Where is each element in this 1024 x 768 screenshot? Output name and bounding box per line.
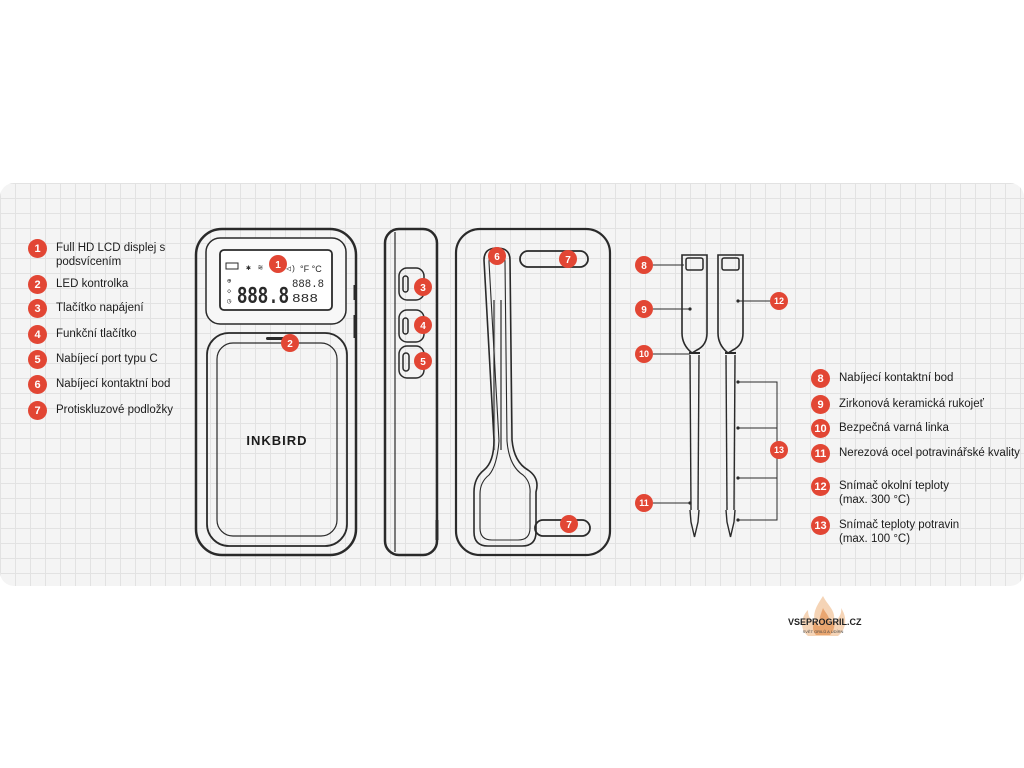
- legend-item-5: 5 Nabíjecí port typu C: [28, 350, 158, 369]
- bluetooth-icon: ✱: [246, 264, 251, 273]
- legend-badge-12: 12: [811, 477, 830, 496]
- legend-label-3: Tlačítko napájení: [56, 302, 144, 314]
- lcd-main-digits: 888.8: [237, 284, 289, 311]
- brand-logo-text: INKBIRD: [246, 433, 307, 448]
- legend-badge-6: 6: [28, 375, 47, 394]
- legend-item-2: 2 LED kontrolka: [28, 275, 128, 294]
- legend-item-10: 10 Bezpečná varná linka: [811, 419, 949, 438]
- legend-label-1: Full HD LCD displej s podsvícením: [56, 242, 166, 268]
- legend-badge-1: 1: [28, 239, 47, 258]
- legend-badge-9: 9: [811, 395, 830, 414]
- svg-text:4: 4: [420, 321, 426, 332]
- wifi-icon: ≋: [258, 264, 263, 273]
- legend-item-9: 9 Zirkonová keramická rukojeť: [811, 395, 984, 414]
- callout-6: 6: [488, 247, 506, 265]
- lcd-left-icon-b: ◇: [227, 288, 232, 296]
- probe-right: [717, 254, 744, 538]
- callout-13: 13: [770, 441, 788, 459]
- callout-2: 2: [281, 334, 299, 352]
- legend-badge-7: 7: [28, 401, 47, 420]
- svg-text:2: 2: [287, 339, 293, 350]
- legend-item-3: 3 Tlačítko napájení: [28, 299, 144, 318]
- callout-10: 10: [635, 345, 653, 363]
- sensor-dots: [688, 299, 740, 522]
- legend-item-6: 6 Nabíjecí kontaktní bod: [28, 375, 170, 394]
- svg-text:6: 6: [494, 252, 500, 263]
- legend-item-7: 7 Protiskluzové podložky: [28, 401, 173, 420]
- legend-badge-3: 3: [28, 299, 47, 318]
- svg-text:9: 9: [641, 305, 647, 316]
- callout-8: 8: [635, 256, 653, 274]
- legend-badge-5: 5: [28, 350, 47, 369]
- probe-left: [681, 254, 708, 538]
- callout-4: 4: [414, 316, 432, 334]
- flame-icon: [802, 596, 846, 636]
- lcd-left-icon-c: ◷: [227, 298, 232, 306]
- legend-badge-8: 8: [811, 369, 830, 388]
- svg-text:10: 10: [639, 349, 649, 359]
- legend-label-10: Bezpečná varná linka: [839, 422, 949, 434]
- legend-item-4: 4 Funkční tlačítko: [28, 325, 137, 344]
- callout-1: 1: [269, 255, 287, 273]
- logo-tagline: SVĚT GRILŮ A UDÍRN: [802, 629, 844, 634]
- legend-badge-2: 2: [28, 275, 47, 294]
- legend-badge-13: 13: [811, 516, 830, 535]
- legend-item-1: 1 Full HD LCD displej s podsvícením: [28, 239, 196, 269]
- legend-label-11: Nerezová ocel potravinářské kvality: [839, 447, 1020, 459]
- legend-label-5: Nabíjecí port typu C: [56, 353, 158, 365]
- legend-badge-4: 4: [28, 325, 47, 344]
- leader-lines: [653, 264, 778, 521]
- legend-label-12: Snímač okolní teploty (max. 300 °C): [839, 480, 949, 506]
- legend-item-8: 8 Nabíjecí kontaktní bod: [811, 369, 953, 388]
- legend-badge-11: 11: [811, 444, 830, 463]
- callout-5: 5: [414, 352, 432, 370]
- vseprogril-logo: VSEPROGRIL.CZ SVĚT GRILŮ A UDÍRN: [788, 590, 862, 660]
- callout-12: 12: [770, 292, 788, 310]
- legend-label-2: LED kontrolka: [56, 278, 129, 290]
- svg-text:7: 7: [566, 520, 572, 531]
- lcd-unit: °F °C: [300, 264, 322, 274]
- legend-item-12: 12 Snímač okolní teploty (max. 300 °C): [811, 477, 959, 507]
- svg-text:1: 1: [275, 260, 281, 271]
- svg-text:11: 11: [639, 498, 649, 508]
- callout-7b: 7: [560, 515, 578, 533]
- battery-icon: [225, 262, 239, 270]
- logo-name: VSEPROGRIL.CZ: [788, 617, 862, 627]
- callout-3: 3: [414, 278, 432, 296]
- svg-text:8: 8: [641, 261, 647, 272]
- device-back-view: [454, 227, 612, 557]
- legend-badge-10: 10: [811, 419, 830, 438]
- legend-label-8: Nabíjecí kontaktní bod: [839, 372, 954, 384]
- svg-text:12: 12: [774, 296, 784, 306]
- svg-text:5: 5: [420, 357, 426, 368]
- lcd-left-icon-a: ⊕: [227, 278, 232, 286]
- legend-label-13: Snímač teploty potravin (max. 100 °C): [839, 519, 960, 545]
- svg-text:7: 7: [565, 255, 571, 266]
- legend-label-9: Zirkonová keramická rukojeť: [839, 398, 984, 410]
- legend-label-7: Protiskluzové podložky: [56, 404, 173, 416]
- legend-label-6: Nabíjecí kontaktní bod: [56, 378, 171, 390]
- legend-item-11: 11 Nerezová ocel potravinářské kvality: [811, 444, 1020, 463]
- speaker-icon: ◁): [286, 265, 296, 274]
- lcd-display: ✱ ≋ ◁) °F °C ⊕ ◇ ◷ 888.8 888.8 888: [225, 262, 324, 311]
- callout-11: 11: [635, 494, 653, 512]
- device-side-view: [383, 227, 439, 557]
- svg-text:3: 3: [420, 283, 426, 294]
- device-front-view: [194, 227, 358, 557]
- legend-label-4: Funkční tlačítko: [56, 328, 137, 340]
- legend-item-13: 13 Snímač teploty potravin (max. 100 °C): [811, 516, 979, 546]
- lcd-small-digits-bottom: 888: [292, 292, 318, 306]
- svg-text:13: 13: [774, 445, 784, 455]
- lcd-small-digits-top: 888.8: [292, 279, 324, 291]
- callout-7a: 7: [559, 250, 577, 268]
- callout-9: 9: [635, 300, 653, 318]
